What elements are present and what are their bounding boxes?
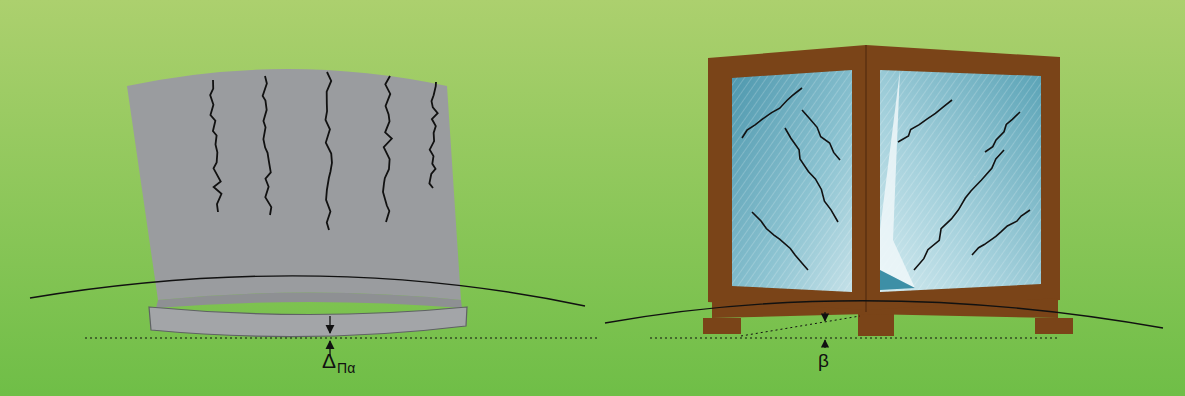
dimension-symbol: Δ	[322, 350, 336, 371]
dimension-arrow	[329, 316, 330, 333]
reference-line	[650, 338, 1060, 339]
crack	[972, 210, 1030, 255]
corner-post	[865, 45, 867, 312]
crack	[752, 212, 808, 270]
angle-arrow	[824, 340, 825, 348]
ground-line	[605, 301, 1163, 328]
wall	[127, 69, 461, 300]
crack	[914, 150, 1004, 270]
crack	[429, 82, 437, 188]
frame	[703, 45, 1073, 336]
crack	[898, 100, 952, 142]
dimension-subscript: Πα	[337, 361, 355, 375]
crack	[802, 110, 840, 160]
crack	[210, 80, 221, 212]
angle-label: β	[818, 351, 829, 370]
crack	[326, 72, 332, 230]
foundation-strip	[149, 307, 467, 337]
wall-cracks	[210, 72, 438, 230]
glass-shadow	[880, 270, 915, 290]
glass-texture	[880, 70, 1041, 292]
glass-panel	[732, 70, 852, 292]
crack	[263, 76, 272, 215]
glass-texture	[732, 70, 852, 292]
reference-line	[85, 338, 600, 339]
glass-panel	[880, 70, 1041, 292]
crack	[985, 112, 1020, 152]
glass-highlight	[880, 70, 915, 288]
ground-line	[30, 276, 585, 306]
crack	[742, 88, 802, 138]
crack	[785, 128, 838, 222]
wall-base	[156, 293, 462, 309]
tilt-line	[741, 316, 860, 336]
angle-arrow	[824, 312, 825, 321]
crack	[383, 76, 392, 222]
glass-cracks	[742, 88, 1030, 270]
